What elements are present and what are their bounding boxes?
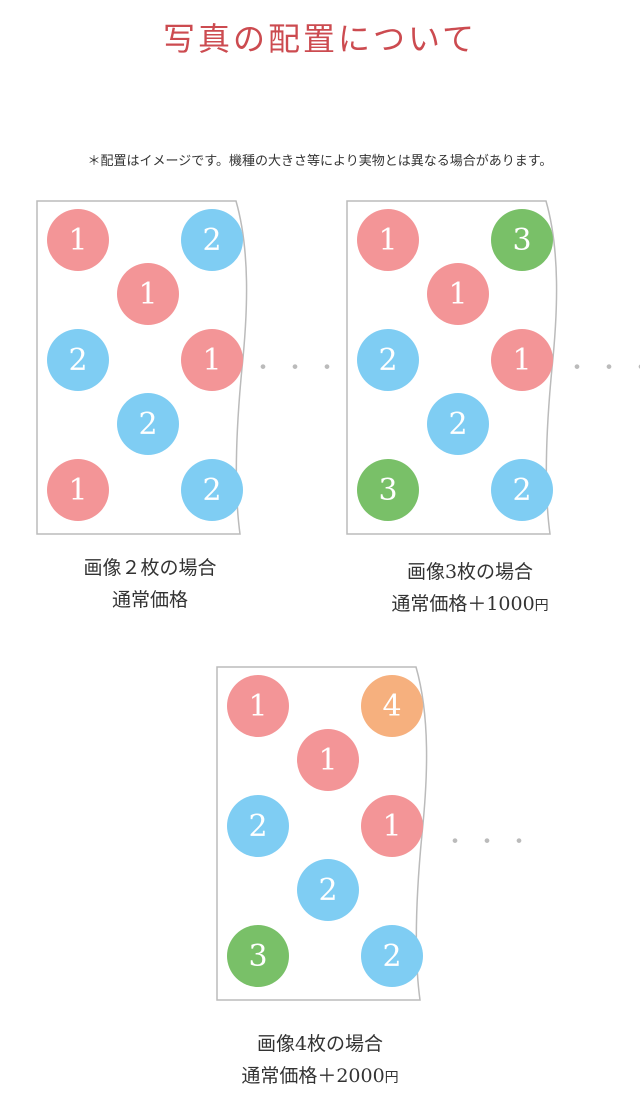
ellipsis-dots: ・・・: [252, 356, 349, 381]
layout-panel-2-images: 1 2 1 2 1 2 1 2: [36, 200, 248, 536]
caption-price: 通常価格＋1000円: [360, 588, 580, 622]
photo-number: 2: [318, 873, 337, 908]
photo-slot-2: 2: [357, 329, 419, 391]
photo-slot-2: 2: [297, 859, 359, 921]
photo-circle: [297, 859, 359, 921]
phone-case-diagram: 1 3 1 2 1 2 3 2: [346, 200, 558, 535]
photo-slot-3: 3: [357, 459, 419, 521]
price-text: 通常価格＋1000: [391, 593, 535, 615]
photo-circle: [491, 209, 553, 271]
photo-slot-2: 2: [361, 925, 423, 987]
photo-circle: [361, 795, 423, 857]
photo-number: 1: [68, 473, 87, 508]
photo-slot-3: 3: [491, 209, 553, 271]
caption-title: 画像２枚の場合: [83, 557, 217, 579]
photo-circle: [427, 393, 489, 455]
photo-slot-1: 1: [427, 263, 489, 325]
photo-circle: [47, 459, 109, 521]
photo-circle: [181, 209, 243, 271]
photo-circle: [427, 263, 489, 325]
photo-number: 2: [382, 939, 401, 974]
photo-number: 3: [512, 223, 531, 258]
photo-number: 1: [68, 223, 87, 258]
photo-circle: [117, 393, 179, 455]
photo-slot-1: 1: [47, 459, 109, 521]
photo-circle: [47, 209, 109, 271]
phone-case-diagram: 1 4 1 2 1 2 3 2: [216, 666, 428, 1001]
price-text: 通常価格＋2000: [241, 1065, 385, 1087]
photo-slot-2: 2: [47, 329, 109, 391]
photo-slot-1: 1: [297, 729, 359, 791]
caption-2-images: 画像２枚の場合 通常価格: [40, 552, 260, 618]
photo-circle: [181, 329, 243, 391]
photo-circle: [181, 459, 243, 521]
caption-price: 通常価格: [40, 584, 260, 618]
photo-circle: [227, 925, 289, 987]
photo-circle: [361, 925, 423, 987]
photo-number: 3: [248, 939, 267, 974]
photo-slot-2: 2: [227, 795, 289, 857]
photo-number: 2: [378, 343, 397, 378]
photo-circle: [357, 209, 419, 271]
ellipsis-dots: ・・・: [444, 830, 541, 855]
photo-number: 2: [512, 473, 531, 508]
photo-number: 4: [382, 689, 401, 724]
price-text: 通常価格: [111, 589, 188, 611]
photo-slot-1: 1: [47, 209, 109, 271]
photo-number: 2: [68, 343, 87, 378]
photo-circle: [297, 729, 359, 791]
photo-slot-1: 1: [227, 675, 289, 737]
photo-number: 1: [512, 343, 531, 378]
photo-circle: [357, 329, 419, 391]
photo-number: 1: [138, 277, 157, 312]
photo-circle: [491, 329, 553, 391]
photo-slot-2: 2: [181, 459, 243, 521]
photo-slot-4: 4: [361, 675, 423, 737]
photo-slot-1: 1: [117, 263, 179, 325]
photo-number: 1: [248, 689, 267, 724]
photo-slot-3: 3: [227, 925, 289, 987]
photo-circle: [227, 675, 289, 737]
photo-number: 2: [448, 407, 467, 442]
photo-circle: [227, 795, 289, 857]
photo-slot-2: 2: [427, 393, 489, 455]
photo-number: 1: [378, 223, 397, 258]
photo-number: 2: [202, 223, 221, 258]
photo-number: 1: [382, 809, 401, 844]
caption-3-images: 画像3枚の場合 通常価格＋1000円: [360, 556, 580, 622]
photo-circle: [47, 329, 109, 391]
photo-circle: [491, 459, 553, 521]
photo-circle: [357, 459, 419, 521]
photo-slot-1: 1: [491, 329, 553, 391]
yen-unit: 円: [534, 598, 549, 614]
ellipsis-dots: ・・・: [566, 356, 640, 381]
layout-panel-4-images: 1 4 1 2 1 2 3 2: [216, 666, 428, 1002]
caption-price: 通常価格＋2000円: [210, 1060, 430, 1094]
photo-number: 1: [318, 743, 337, 778]
photo-number: 2: [248, 809, 267, 844]
photo-number: 1: [448, 277, 467, 312]
caption-4-images: 画像4枚の場合 通常価格＋2000円: [210, 1028, 430, 1094]
yen-unit: 円: [384, 1070, 399, 1086]
photo-circle: [117, 263, 179, 325]
photo-number: 2: [138, 407, 157, 442]
photo-slot-1: 1: [361, 795, 423, 857]
photo-circle: [361, 675, 423, 737]
photo-slot-2: 2: [117, 393, 179, 455]
photo-number: 3: [378, 473, 397, 508]
phone-case-diagram: 1 2 1 2 1 2 1 2: [36, 200, 248, 535]
disclaimer-note: ＊配置はイメージです。機種の大きさ等により実物とは異なる場合があります。: [87, 154, 553, 169]
page-title: 写真の配置について: [162, 20, 478, 58]
photo-slot-1: 1: [357, 209, 419, 271]
photo-number: 1: [202, 343, 221, 378]
photo-slot-2: 2: [181, 209, 243, 271]
photo-slot-1: 1: [181, 329, 243, 391]
caption-title: 画像3枚の場合: [406, 561, 534, 583]
caption-title: 画像4枚の場合: [256, 1033, 384, 1055]
photo-number: 2: [202, 473, 221, 508]
layout-panel-3-images: 1 3 1 2 1 2 3 2: [346, 200, 558, 536]
photo-slot-2: 2: [491, 459, 553, 521]
